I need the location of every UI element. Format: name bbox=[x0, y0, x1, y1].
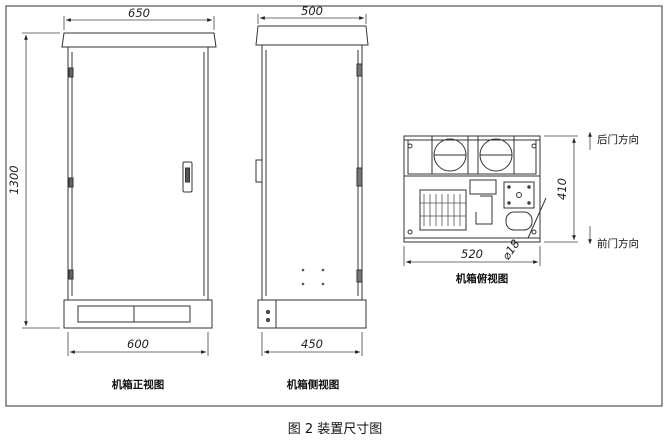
side-view-label: 机箱侧视图 bbox=[287, 378, 340, 391]
side-base bbox=[257, 299, 367, 329]
top-dimensions bbox=[403, 132, 592, 266]
front-dim-top: 650 bbox=[128, 6, 150, 20]
side-dim-bottom: 450 bbox=[301, 337, 323, 351]
back-door-direction: 后门方向 bbox=[597, 133, 639, 146]
side-cabinet-body bbox=[261, 44, 363, 301]
drawing-frame bbox=[5, 5, 663, 407]
vent-holes-icon bbox=[301, 268, 325, 286]
front-dim-left: 1300 bbox=[7, 165, 21, 194]
front-dim-bottom: 600 bbox=[127, 337, 149, 351]
door-handle-icon bbox=[182, 161, 193, 193]
top-view-label: 机箱俯视图 bbox=[456, 272, 509, 285]
top-dim-width: 520 bbox=[461, 247, 483, 261]
top-dim-height: 410 bbox=[555, 178, 569, 200]
side-dimensions bbox=[257, 14, 367, 356]
top-outline bbox=[403, 135, 541, 243]
front-base bbox=[63, 299, 213, 329]
figure-caption: 图 2 装置尺寸图 bbox=[287, 422, 383, 437]
front-door-direction: 前门方向 bbox=[597, 237, 639, 250]
side-view bbox=[255, 25, 369, 329]
mounting-plate bbox=[503, 181, 535, 209]
front-view bbox=[61, 32, 217, 329]
top-view bbox=[403, 135, 547, 243]
front-view-label: 机箱正视图 bbox=[112, 378, 165, 391]
fan-icon bbox=[431, 135, 469, 175]
side-dim-top: 500 bbox=[301, 4, 323, 18]
terminal-block bbox=[419, 189, 467, 231]
front-dimensions bbox=[22, 16, 215, 356]
fan-icon bbox=[477, 135, 515, 175]
side-roof bbox=[255, 25, 369, 46]
top-dim-diameter: ⌀18 bbox=[499, 237, 523, 263]
front-roof bbox=[61, 32, 217, 48]
